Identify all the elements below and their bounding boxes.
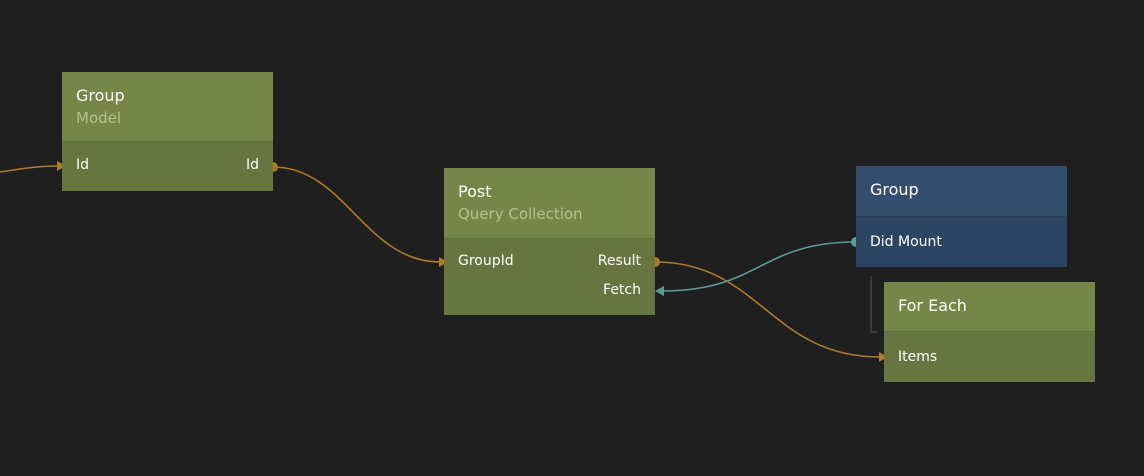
node-group-model[interactable]: Group Model Id Id xyxy=(62,72,273,191)
node-subtitle: Query Collection xyxy=(458,205,583,223)
node-title: Group xyxy=(76,86,125,105)
node-ports: GroupId Result Fetch xyxy=(444,238,655,315)
child-hierarchy-bracket xyxy=(870,276,878,333)
node-title: For Each xyxy=(898,296,967,315)
node-ports: Items xyxy=(884,331,1095,382)
wire-post-result-to-foreach-items[interactable] xyxy=(654,261,881,358)
input-port-fetch[interactable]: Fetch xyxy=(603,282,641,298)
input-port-id[interactable]: Id xyxy=(76,157,90,173)
node-ports: Did Mount xyxy=(856,216,1067,267)
node-for-each[interactable]: For Each Items xyxy=(884,282,1095,382)
wire-didmount-to-post-fetch[interactable] xyxy=(661,241,857,292)
output-port-result[interactable]: Result xyxy=(597,253,641,269)
output-port-id[interactable]: Id xyxy=(245,157,259,173)
node-subtitle: Model xyxy=(76,109,122,127)
input-port-items[interactable]: Items xyxy=(898,349,938,365)
input-port-groupid[interactable]: GroupId xyxy=(458,253,514,269)
node-group-visual[interactable]: Group Did Mount xyxy=(856,166,1067,267)
node-ports: Id Id xyxy=(62,141,273,191)
node-title: Post xyxy=(458,182,492,201)
output-port-did-mount[interactable]: Did Mount xyxy=(870,234,942,250)
node-title: Group xyxy=(870,180,919,199)
wire-external-to-group-id[interactable] xyxy=(0,165,59,173)
node-post-query-collection[interactable]: Post Query Collection GroupId Result Fet… xyxy=(444,168,655,315)
wire-group-id-to-post-groupid[interactable] xyxy=(272,166,441,263)
